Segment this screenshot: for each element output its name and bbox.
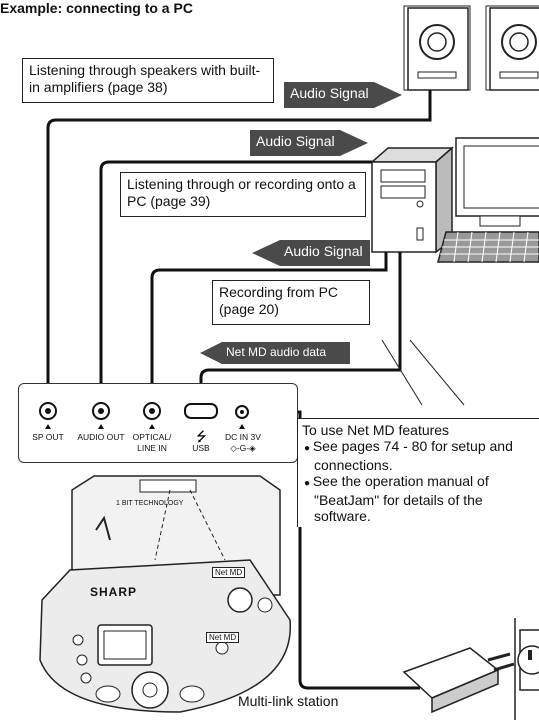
optical-label-1: OPTICAL/ bbox=[132, 432, 172, 442]
cable-usb bbox=[199, 252, 402, 404]
note-item-2: See the operation manual of "BeatJam" fo… bbox=[313, 473, 539, 524]
pc-keyboard bbox=[437, 231, 539, 263]
speaker-left bbox=[403, 5, 471, 91]
audio-signal-arrow-2: Audio Signal bbox=[250, 130, 368, 156]
cable-audio-out bbox=[99, 160, 372, 400]
note-pointer-2 bbox=[381, 339, 423, 406]
optical-label-2: LINE IN bbox=[137, 443, 167, 453]
audio-signal-arrow-3: Audio Signal bbox=[252, 240, 370, 266]
audio-out-label: AUDIO OUT bbox=[77, 432, 125, 442]
bit-technology-label: 1 BIT TECHNOLOGY bbox=[116, 500, 184, 507]
sp-out-label: SP OUT bbox=[32, 432, 64, 442]
md-player bbox=[39, 559, 291, 713]
wall-outlet bbox=[514, 618, 539, 720]
pc-monitor bbox=[455, 137, 539, 227]
jack-panel bbox=[18, 383, 298, 463]
ac-adapter bbox=[402, 647, 515, 714]
cable-dc bbox=[248, 410, 420, 690]
netmd-logo-station: Net MD bbox=[212, 567, 246, 578]
netmd-data-arrow: Net MD audio data bbox=[200, 342, 370, 364]
cables bbox=[46, 90, 432, 690]
note-pointer-1 bbox=[409, 339, 465, 406]
cable-optical bbox=[150, 252, 388, 400]
note-item-1: See pages 74 - 80 for setup and connecti… bbox=[313, 438, 539, 473]
speakers-box: Listening through speakers with built-in… bbox=[22, 58, 274, 103]
netmd-logo-player: Net MD bbox=[206, 632, 240, 643]
pc-box: Listening through or recording onto a PC… bbox=[120, 172, 366, 217]
audio-signal-label-3: Audio Signal bbox=[284, 243, 363, 259]
netmd-note: To use Net MD features See pages 74 - 80… bbox=[297, 418, 539, 527]
speaker-right bbox=[485, 5, 539, 91]
brand-logo: SHARP bbox=[90, 585, 138, 599]
cable-sp-out bbox=[46, 90, 432, 400]
station-caption: Multi-link station bbox=[238, 693, 339, 709]
audio-signal-label-2: Audio Signal bbox=[256, 133, 335, 149]
netmd-data-label: Net MD audio data bbox=[226, 345, 327, 359]
pc-tower bbox=[370, 146, 454, 254]
usb-label: USB bbox=[192, 443, 210, 453]
note-heading: To use Net MD features bbox=[302, 422, 450, 438]
diagram-title: Example: connecting to a PC bbox=[0, 0, 193, 16]
record-box: Recording from PC (page 20) bbox=[212, 280, 370, 325]
audio-signal-label-1: Audio Signal bbox=[290, 85, 369, 101]
dc-in-label-2: ◇-G-◈ bbox=[230, 443, 256, 453]
audio-signal-arrow-1: Audio Signal bbox=[284, 82, 402, 108]
dc-in-label-1: DC IN 3V bbox=[225, 432, 261, 442]
